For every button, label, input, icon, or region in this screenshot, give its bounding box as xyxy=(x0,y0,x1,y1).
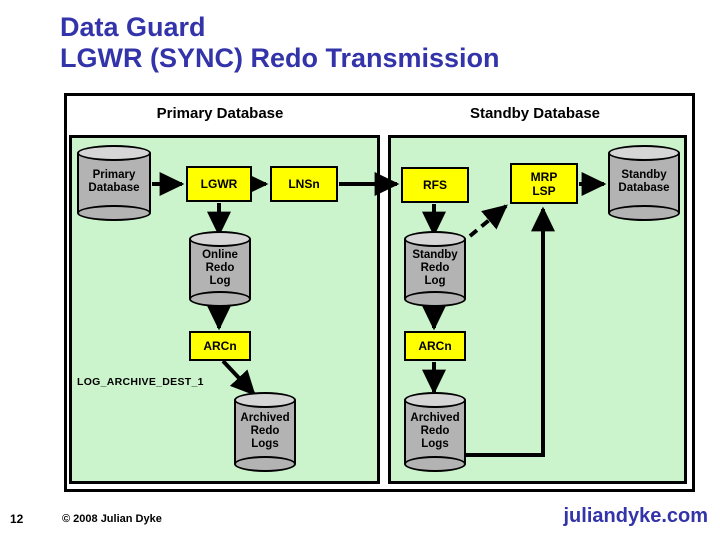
cylinder-bottom xyxy=(77,205,151,221)
page-title: Data Guard LGWR (SYNC) Redo Transmission xyxy=(60,12,680,74)
primary-archived-redo-logs-cylinder: Archived Redo Logs xyxy=(234,392,296,472)
title-line-2: LGWR (SYNC) Redo Transmission xyxy=(60,43,500,73)
online-redo-log-label: Online Redo Log xyxy=(202,249,238,287)
primary-database-cylinder: Primary Database xyxy=(77,145,151,221)
online-redo-log-cylinder: Online Redo Log xyxy=(189,231,251,307)
website-label: juliandyke.com xyxy=(563,505,709,527)
cylinder-top xyxy=(608,145,680,161)
mrp-lsp-process-box: MRP LSP xyxy=(510,163,578,204)
cylinder-top xyxy=(404,392,466,408)
cylinder-bottom xyxy=(404,291,466,307)
standby-database-cylinder-label: Standby Database xyxy=(618,169,670,194)
cylinder-top xyxy=(234,392,296,408)
cylinder-bottom xyxy=(234,456,296,472)
cylinder-body xyxy=(404,239,466,299)
cylinder-body xyxy=(234,400,296,464)
lsp-label: LSP xyxy=(532,183,556,198)
primary-panel-header: Primary Database xyxy=(156,105,284,122)
lgwr-process-box: LGWR xyxy=(186,166,252,202)
standby-database-cylinder: Standby Database xyxy=(608,145,680,221)
rfs-process-box: RFS xyxy=(401,167,469,203)
standby-archived-redo-logs-label: Archived Redo Logs xyxy=(410,412,460,450)
cylinder-body xyxy=(189,239,251,299)
standby-redo-log-cylinder: Standby Redo Log xyxy=(404,231,466,307)
log-archive-dest-label: LOG_ARCHIVE_DEST_1 xyxy=(77,376,204,388)
copyright-text: © 2008 Julian Dyke xyxy=(62,513,162,525)
primary-database-cylinder-label: Primary Database xyxy=(88,169,140,194)
cylinder-bottom xyxy=(404,456,466,472)
cylinder-top xyxy=(189,231,251,247)
standby-archived-redo-logs-cylinder: Archived Redo Logs xyxy=(404,392,466,472)
cylinder-body xyxy=(77,153,151,213)
standby-panel-header: Standby Database xyxy=(469,105,601,122)
cylinder-bottom xyxy=(189,291,251,307)
primary-arcn-process-box: ARCn xyxy=(189,331,251,361)
cylinder-top xyxy=(77,145,151,161)
cylinder-body xyxy=(404,400,466,464)
standby-redo-log-label: Standby Redo Log xyxy=(412,249,458,287)
mrp-label: MRP xyxy=(530,169,558,184)
cylinder-top xyxy=(404,231,466,247)
standby-arcn-process-box: ARCn xyxy=(404,331,466,361)
lnsn-process-box: LNSn xyxy=(270,166,338,202)
cylinder-bottom xyxy=(608,205,680,221)
title-line-1: Data Guard xyxy=(60,12,206,42)
primary-archived-redo-logs-label: Archived Redo Logs xyxy=(240,412,290,450)
slide-number: 12 xyxy=(10,512,24,526)
cylinder-body xyxy=(608,153,680,213)
